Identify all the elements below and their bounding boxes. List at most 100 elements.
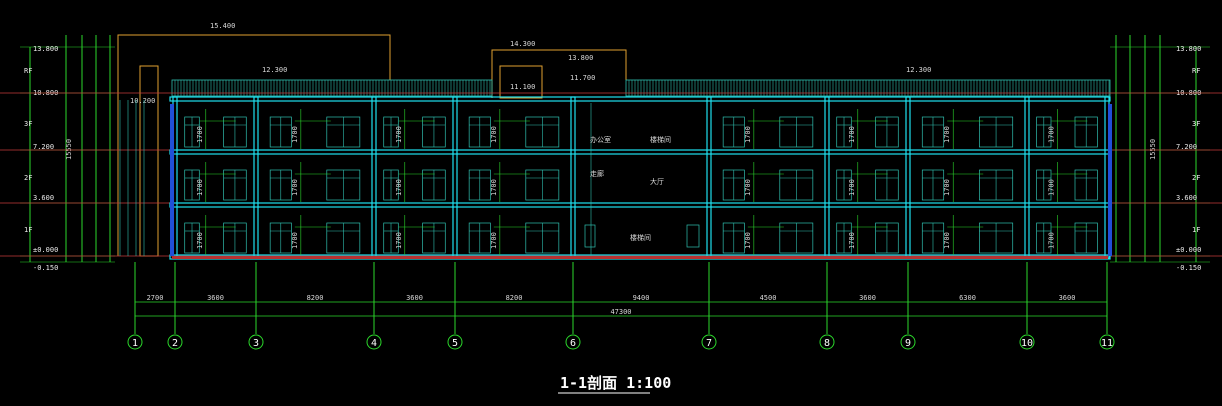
- room-label-2: 楼梯间: [650, 135, 671, 144]
- window-dim-label: 1700: [196, 126, 204, 143]
- window-dim-label: 1700: [1047, 126, 1055, 143]
- axis-bubble-5: [447, 334, 463, 350]
- axis-bubble-8: [819, 334, 835, 350]
- column-8: [824, 96, 830, 259]
- bay-dim-5: 8200: [506, 294, 523, 302]
- bay-dim-2: 3600: [207, 294, 224, 302]
- axis-label-9: 9: [905, 338, 911, 349]
- axis-bubble-11: [1099, 334, 1115, 350]
- window-dim-label: 1700: [943, 179, 951, 196]
- axis-label-5: 5: [452, 338, 458, 349]
- room-label-3: 走廊: [590, 169, 604, 178]
- window-dim-label: 1700: [291, 179, 299, 196]
- axis-label-1: 1: [132, 338, 138, 349]
- left-level-2f: 2F: [24, 174, 32, 182]
- window-dim-label: 1700: [291, 126, 299, 143]
- right-level-rf: RF: [1192, 67, 1200, 75]
- parapet-1: [171, 79, 493, 97]
- axis-bubble-3: [248, 334, 264, 350]
- drawing-title: 1-1剖面 1:100: [560, 374, 671, 392]
- window-dim-label: 1700: [490, 179, 498, 196]
- column-3: [253, 96, 259, 259]
- room-label-4: 大厅: [650, 177, 664, 186]
- right-level-2f: 2F: [1192, 174, 1200, 182]
- roof-marks: 15.400 14.300 13.800 12.300 11.700 11.10…: [130, 22, 931, 105]
- axis-bubble-7: [701, 334, 717, 350]
- window-dim-label: 1700: [395, 179, 403, 196]
- floor-slab-3: [169, 202, 1111, 208]
- column-6: [570, 96, 576, 259]
- left-elev-2f: 3.600: [33, 194, 54, 202]
- window-dim-label: 1700: [490, 126, 498, 143]
- drawing-title-block: 1-1剖面 1:100: [558, 374, 671, 394]
- axis-bubble-4: [366, 334, 382, 350]
- window-dim-label: 1700: [848, 232, 856, 249]
- room-label-5: 楼梯间: [630, 233, 651, 242]
- right-elevation-labels: RF 13.800 10.800 3F 7.200 2F 3.600 1F ±0…: [1176, 45, 1201, 272]
- left-elev-rf: 13.800: [33, 45, 58, 53]
- left-elev-3f: 7.200: [33, 143, 54, 151]
- right-elev-ground: -0.150: [1176, 264, 1201, 272]
- left-level-3f: 3F: [24, 120, 32, 128]
- window-dim-label: 1700: [744, 179, 752, 196]
- bay-dim-4: 3600: [406, 294, 423, 302]
- right-elev-1f: ±0.000: [1176, 246, 1201, 254]
- bay-dim-3: 8200: [307, 294, 324, 302]
- column-4: [371, 96, 377, 259]
- roof-mark-8: 12.300: [906, 66, 931, 74]
- axis-label-7: 7: [706, 338, 712, 349]
- window-dim-label: 1700: [196, 179, 204, 196]
- axis-bubble-2: [167, 334, 183, 350]
- axis-bubble-10: [1019, 334, 1035, 350]
- floor-slab-2: [169, 149, 1111, 155]
- roof-mark-1: 15.400: [210, 22, 235, 30]
- left-elevation-labels: RF 13.800 10.800 3F 7.200 2F 3.600 1F ±0…: [24, 45, 58, 272]
- right-total-height: 15550: [1149, 139, 1157, 160]
- building-structure: [119, 96, 1112, 260]
- left-total-height: 15550: [65, 139, 73, 160]
- bay-dim-9: 6300: [959, 294, 976, 302]
- window-dim-label: 1700: [744, 232, 752, 249]
- window-dim-label: 1700: [291, 232, 299, 249]
- floor-slab-1: [169, 96, 1111, 102]
- bay-dim-10: 3600: [1059, 294, 1076, 302]
- axis-bubble-6: [565, 334, 581, 350]
- left-level-rf: RF: [24, 67, 32, 75]
- right-level-1f: 1F: [1192, 226, 1200, 234]
- column-5: [452, 96, 458, 259]
- floor-lines: [0, 92, 1222, 257]
- roof-mark-7: 10.200: [130, 97, 155, 105]
- bay-dim-7: 4500: [760, 294, 777, 302]
- windows-layer: 1700 1700 1700 1700 1700 1700 1700 1700 1700 1700…: [184, 103, 1098, 256]
- window-dim-label: 1700: [848, 179, 856, 196]
- window-dim-label: 1700: [1047, 232, 1055, 249]
- end-wall-1: [170, 104, 174, 256]
- axis-label-10: 10: [1021, 338, 1033, 349]
- window-dim-label: 1700: [943, 126, 951, 143]
- column-9: [905, 96, 911, 259]
- column-10: [1024, 96, 1030, 259]
- window-dim-label: 1700: [1047, 179, 1055, 196]
- axis-bubble-9: [900, 334, 916, 350]
- bay-dim-1: 2700: [147, 294, 164, 302]
- left-level-1f: 1F: [24, 226, 32, 234]
- roof-mark-3: 13.800: [568, 54, 593, 62]
- end-wall-2: [1108, 104, 1112, 256]
- axis-label-8: 8: [824, 338, 830, 349]
- room-labels: 办公室 楼梯间 走廊 大厅 楼梯间: [590, 135, 671, 242]
- window-dim-label: 1700: [395, 232, 403, 249]
- room-label-1: 办公室: [590, 135, 611, 144]
- window-dim-label: 1700: [395, 126, 403, 143]
- parapet-2: [625, 79, 1111, 97]
- roof-mark-6: 11.100: [510, 83, 535, 91]
- column-7: [706, 96, 712, 259]
- roof-mark-2: 14.300: [510, 40, 535, 48]
- left-elev-ground: -0.150: [33, 264, 58, 272]
- bay-dim-8: 3600: [859, 294, 876, 302]
- right-elev-rf: 13.800: [1176, 45, 1201, 53]
- total-dim: 47300: [610, 308, 631, 316]
- axis-label-2: 2: [172, 338, 178, 349]
